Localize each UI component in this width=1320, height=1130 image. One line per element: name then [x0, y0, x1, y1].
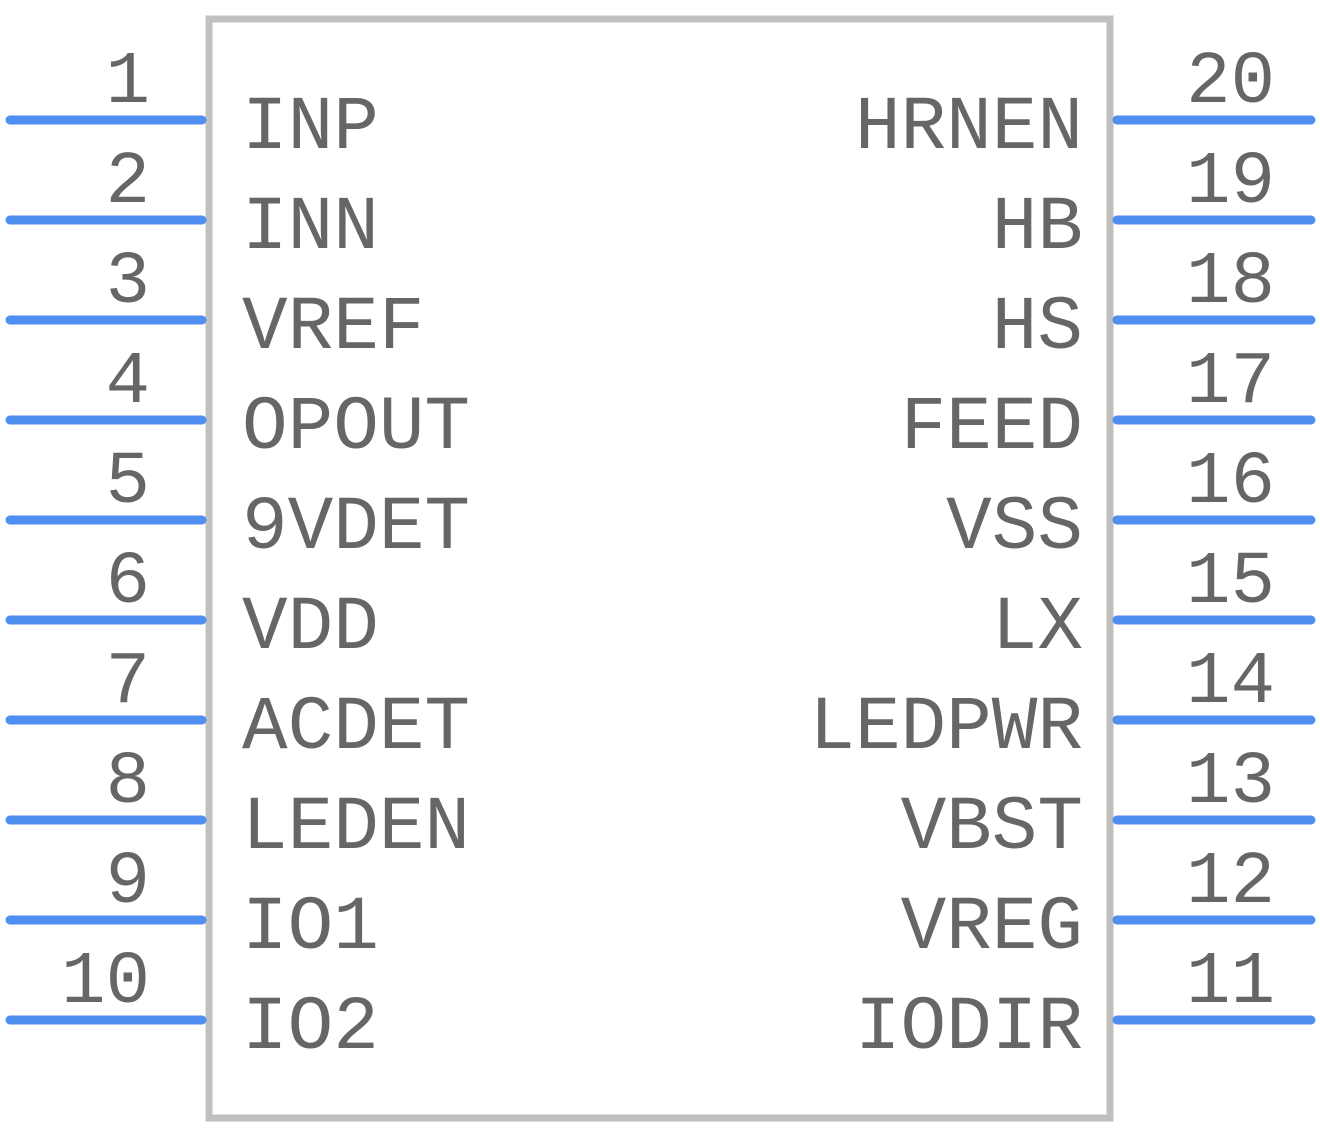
pin-number-17: 17: [1186, 341, 1275, 425]
pin-name-vdd: VDD: [242, 585, 379, 671]
pin-number-10: 10: [61, 941, 150, 1025]
pin-number-13: 13: [1186, 741, 1275, 825]
pin-name-hs: HS: [992, 285, 1083, 371]
pin-name-inn: INN: [242, 185, 379, 271]
pin-number-11: 11: [1186, 941, 1275, 1025]
pin-name-vss: VSS: [946, 485, 1083, 571]
pin-number-8: 8: [106, 741, 150, 825]
pin-number-6: 6: [106, 541, 150, 625]
pin-name-ledpwr: LEDPWR: [809, 685, 1083, 771]
pin-name-opout: OPOUT: [242, 385, 470, 471]
pin-number-9: 9: [106, 841, 150, 925]
pin-name-lx: LX: [992, 585, 1083, 671]
pin-number-16: 16: [1186, 441, 1275, 525]
pin-name-vbst: VBST: [901, 785, 1083, 871]
pin-name-leden: LEDEN: [242, 785, 470, 871]
pin-name-io1: IO1: [242, 885, 379, 971]
pin-number-14: 14: [1186, 641, 1275, 725]
pin-name-io2: IO2: [242, 985, 379, 1071]
pin-number-15: 15: [1186, 541, 1275, 625]
pin-number-3: 3: [106, 241, 150, 325]
pin-number-20: 20: [1186, 41, 1275, 125]
pin-name-hrnen: HRNEN: [855, 85, 1083, 171]
pin-number-5: 5: [106, 441, 150, 525]
pin-number-18: 18: [1186, 241, 1275, 325]
ic-body-outline: [205, 15, 1114, 1122]
pin-name-inp: INP: [242, 85, 379, 171]
pin-number-1: 1: [106, 41, 150, 125]
pin-name-9vdet: 9VDET: [242, 485, 470, 571]
pin-name-feed: FEED: [901, 385, 1083, 471]
pin-number-2: 2: [106, 141, 150, 225]
pin-number-7: 7: [106, 641, 150, 725]
pin-number-19: 19: [1186, 141, 1275, 225]
pin-name-hb: HB: [992, 185, 1083, 271]
pin-name-acdet: ACDET: [242, 685, 470, 771]
pin-number-12: 12: [1186, 841, 1275, 925]
pin-name-iodir: IODIR: [855, 985, 1083, 1071]
pin-number-4: 4: [106, 341, 150, 425]
pin-name-vreg: VREG: [901, 885, 1083, 971]
pin-name-vref: VREF: [242, 285, 424, 371]
